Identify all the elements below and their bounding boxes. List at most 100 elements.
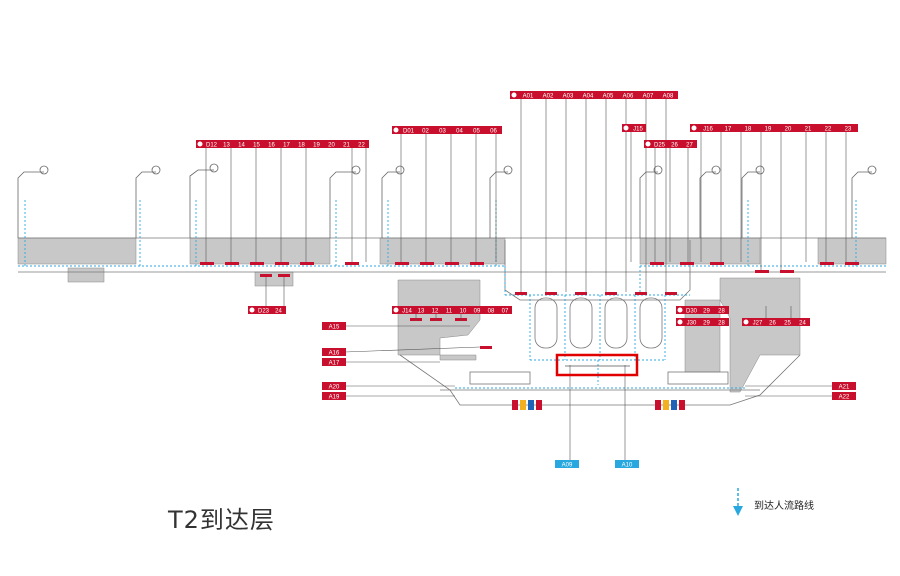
gate-marker-icon [393, 307, 399, 313]
gate-group-bar [676, 306, 729, 314]
gate-label: 17 [283, 143, 290, 149]
side-gate-badge-text: A20 [329, 385, 340, 391]
gate-label: 29 [703, 321, 710, 327]
gate-marker-icon [677, 319, 683, 325]
gate-group-bar [196, 140, 369, 148]
side-gate-badge [322, 358, 346, 366]
gate-label: J15 [633, 127, 643, 133]
gate-marker-icon [645, 141, 651, 147]
gate-label: D01 [403, 129, 415, 135]
gate-label: A08 [663, 94, 674, 100]
gate-ramps [17, 163, 877, 238]
gate-group-bar [690, 124, 858, 132]
gate-marker-icon [393, 127, 399, 133]
bottom-gate-badge-text: A10 [622, 463, 633, 469]
gate-label: D23 [258, 309, 270, 315]
gate-label: 18 [298, 143, 305, 149]
bottom-label-badges: A09 A10 [555, 460, 639, 469]
gate-group-bar [248, 306, 286, 314]
gate-group-bar [742, 318, 810, 326]
gate-label: 18 [745, 127, 752, 133]
gate-marker-icon [691, 125, 697, 131]
gate-label: 23 [845, 127, 852, 133]
side-gate-badge [322, 382, 346, 390]
gate-label: J30 [687, 321, 697, 327]
side-gate-badge-text: A21 [839, 385, 850, 391]
side-gate-badge [322, 322, 346, 330]
side-gate-badge-text: A15 [329, 325, 340, 331]
gate-label: 12 [432, 309, 439, 315]
gate-label: 24 [275, 309, 282, 315]
gate-label: D25 [654, 143, 666, 149]
side-gate-badge-text: A16 [329, 351, 340, 357]
gate-label: A03 [563, 94, 574, 100]
side-gate-badge [832, 382, 856, 390]
gate-label: 25 [784, 321, 791, 327]
legend-label: 到达人流路线 [754, 501, 814, 512]
gate-marker-icon [743, 319, 749, 325]
side-gate-badge [322, 348, 346, 356]
gate-label: 21 [805, 127, 812, 133]
page-title: T2到达层 [168, 506, 275, 534]
gate-label: A02 [543, 94, 554, 100]
gate-group-bar [622, 124, 646, 132]
gate-label: 06 [490, 129, 497, 135]
gate-label: 28 [718, 309, 725, 315]
gate-label: 19 [313, 143, 320, 149]
gate-label: 15 [253, 143, 260, 149]
gate-label: 20 [785, 127, 792, 133]
gate-marker-icon [677, 307, 683, 313]
gate-label: 10 [460, 309, 467, 315]
side-gate-badge [832, 392, 856, 400]
side-gate-badge-text: A19 [329, 395, 340, 401]
bottom-gate-badge-text: A09 [562, 463, 573, 469]
side-gate-badge [322, 392, 346, 400]
legend: 到达人流路线 [732, 488, 872, 518]
gate-label: 04 [456, 129, 463, 135]
gate-label: 13 [223, 143, 230, 149]
gate-marker-icon [511, 92, 517, 98]
gate-label: 29 [703, 309, 710, 315]
gate-label: 13 [418, 309, 425, 315]
side-gate-badge-text: A17 [329, 361, 340, 367]
baggage-claim-highlight [555, 353, 639, 377]
gate-leader-lines [205, 97, 847, 460]
gate-label: 21 [343, 143, 350, 149]
gate-label: 26 [769, 321, 776, 327]
gate-label: A01 [523, 94, 534, 100]
bottom-gate-badge [555, 460, 579, 468]
arrival-flow-arrow-icon [733, 488, 743, 516]
gate-label: J27 [753, 321, 763, 327]
gate-label: 20 [328, 143, 335, 149]
gate-group-bar [676, 318, 729, 326]
gate-group-bar [392, 126, 502, 134]
gate-label: 05 [473, 129, 480, 135]
bottom-gate-badge [615, 460, 639, 468]
gate-label: 22 [825, 127, 832, 133]
gate-label: 22 [358, 143, 365, 149]
gate-label: 11 [446, 309, 453, 315]
gate-label: J16 [703, 127, 713, 133]
gate-label: J14 [402, 309, 412, 315]
gate-label: 16 [268, 143, 275, 149]
gate-label: 09 [474, 309, 481, 315]
gate-label: 26 [671, 143, 678, 149]
gate-label: A07 [643, 94, 654, 100]
gate-label: 08 [488, 309, 495, 315]
gate-group-bar [644, 140, 697, 148]
gate-label: A04 [583, 94, 594, 100]
gate-label: 24 [799, 321, 806, 327]
side-gate-badge-text: A22 [839, 395, 850, 401]
gate-label: 02 [422, 129, 429, 135]
bus-gates [512, 400, 685, 410]
gate-label: 07 [502, 309, 509, 315]
gate-marker-icon [623, 125, 629, 131]
gate-label: 17 [725, 127, 732, 133]
gate-group-bar [392, 306, 512, 314]
gate-marker-icon [197, 141, 203, 147]
gate-label: 14 [238, 143, 245, 149]
gate-marker-icon [249, 307, 255, 313]
